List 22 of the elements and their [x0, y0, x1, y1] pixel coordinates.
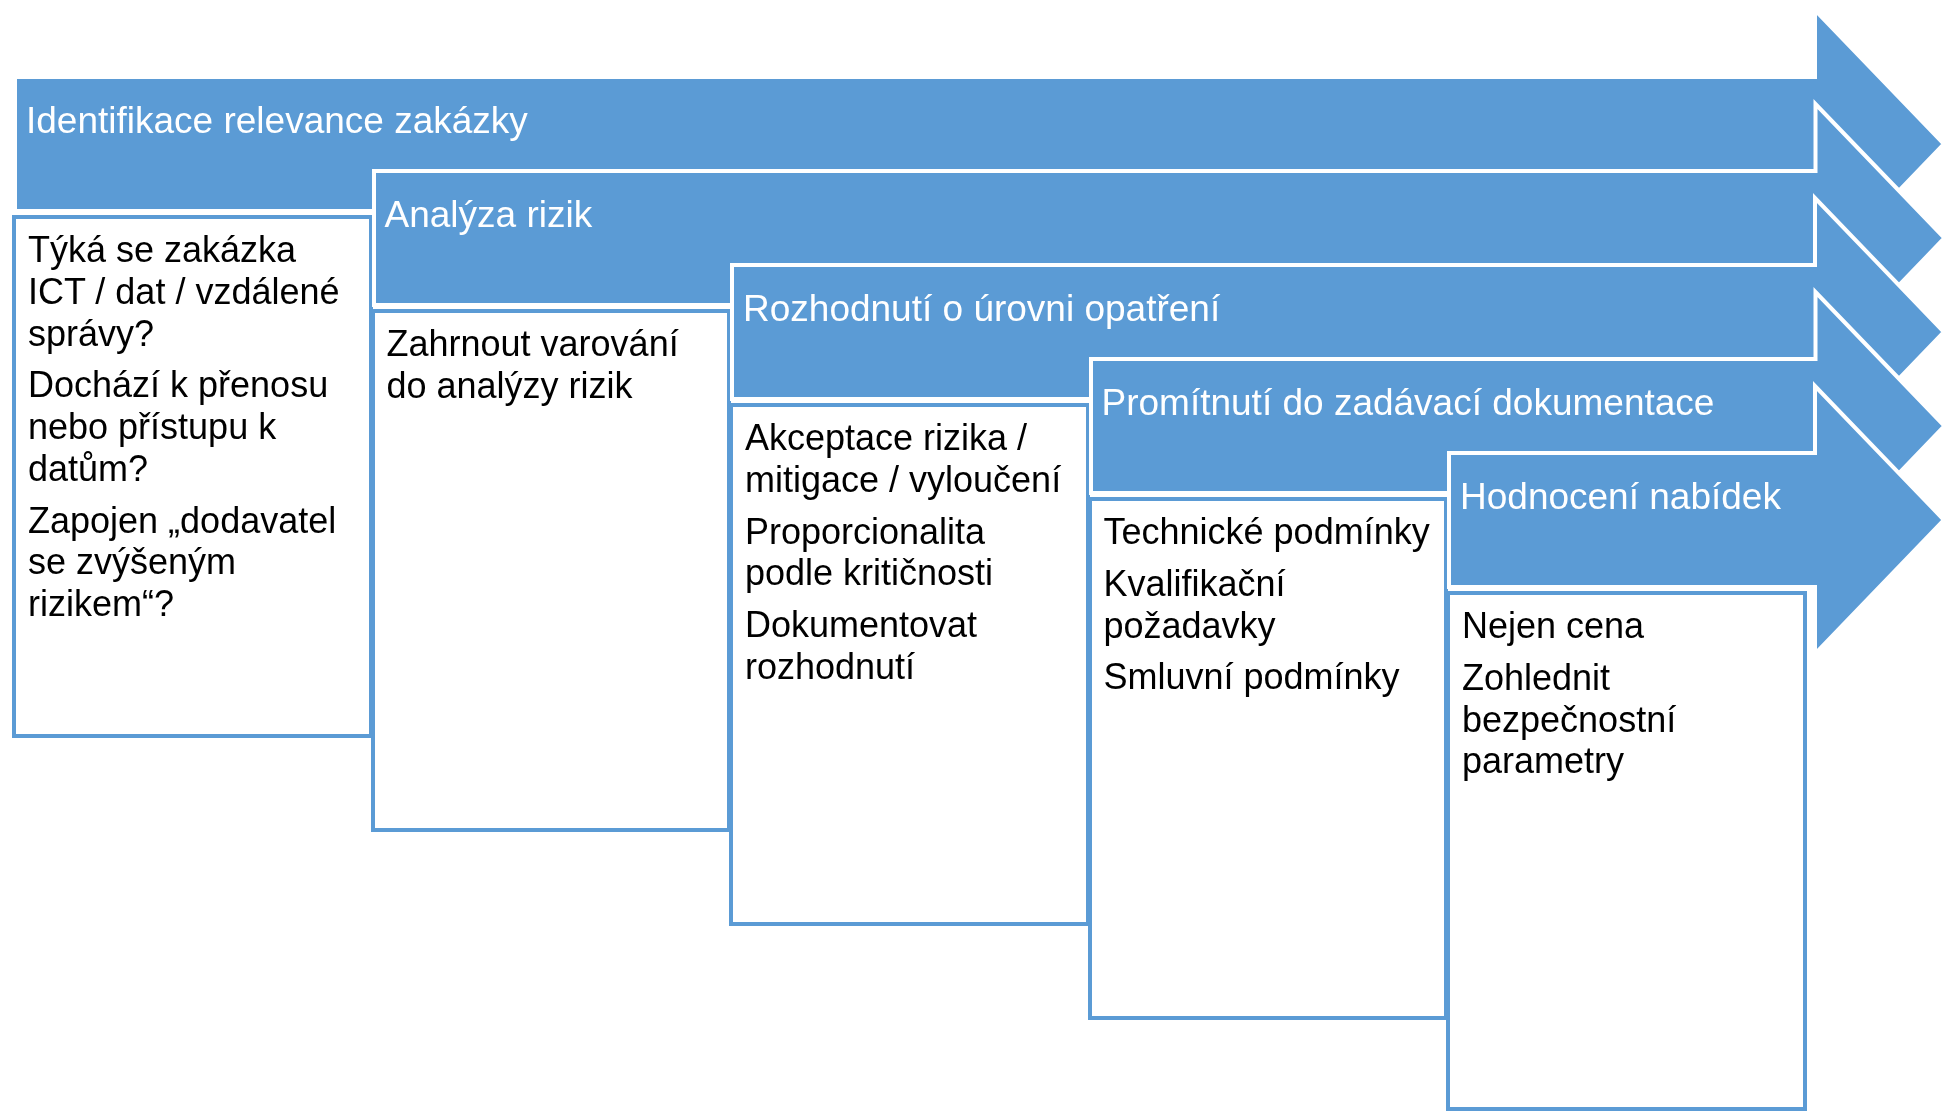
step-detail-text: Akceptace rizika / mitigace / vyloučení — [745, 417, 1063, 501]
step-detail-text: Smluvní podmínky — [1103, 656, 1401, 698]
step-heading: Promítnutí do zadávací dokumentace — [1101, 383, 1715, 424]
step-heading: Identifikace relevance zakázky — [26, 101, 528, 142]
step-detail-text: Zahrnout varování do analýzy rizik — [386, 323, 680, 407]
step-detail-text: Dokumentovat rozhodnutí — [745, 604, 979, 688]
step-detail-text: Zohlednit bezpečnostní parametry — [1462, 656, 1678, 782]
step-detail-text: Technické podmínky — [1103, 511, 1431, 553]
step-card — [1446, 591, 1807, 1111]
step-card — [12, 215, 373, 738]
step-detail-text: Nejen cena — [1462, 605, 1646, 647]
step-detail-text: Týká se zakázka ICT / dat / vzdálené správy? — [28, 229, 341, 355]
step-card — [729, 403, 1090, 926]
step-heading: Analýza rizik — [384, 195, 593, 236]
step-detail-text: Kvalifikační požadavky — [1103, 562, 1287, 647]
step-heading: Hodnocení nabídek — [1460, 477, 1781, 518]
step-card — [370, 309, 731, 832]
step-detail-text: Proporcionalita podle kritičnosti — [745, 510, 995, 594]
step-card — [1087, 497, 1448, 1020]
step-detail-text: Dochází k přenosu nebo přístupu k datům? — [28, 364, 330, 490]
step-detail-text: Zapojen „dodavatel se zvýšeným rizikem“? — [28, 499, 338, 625]
step-heading: Rozhodnutí o úrovni opatření — [743, 289, 1221, 330]
